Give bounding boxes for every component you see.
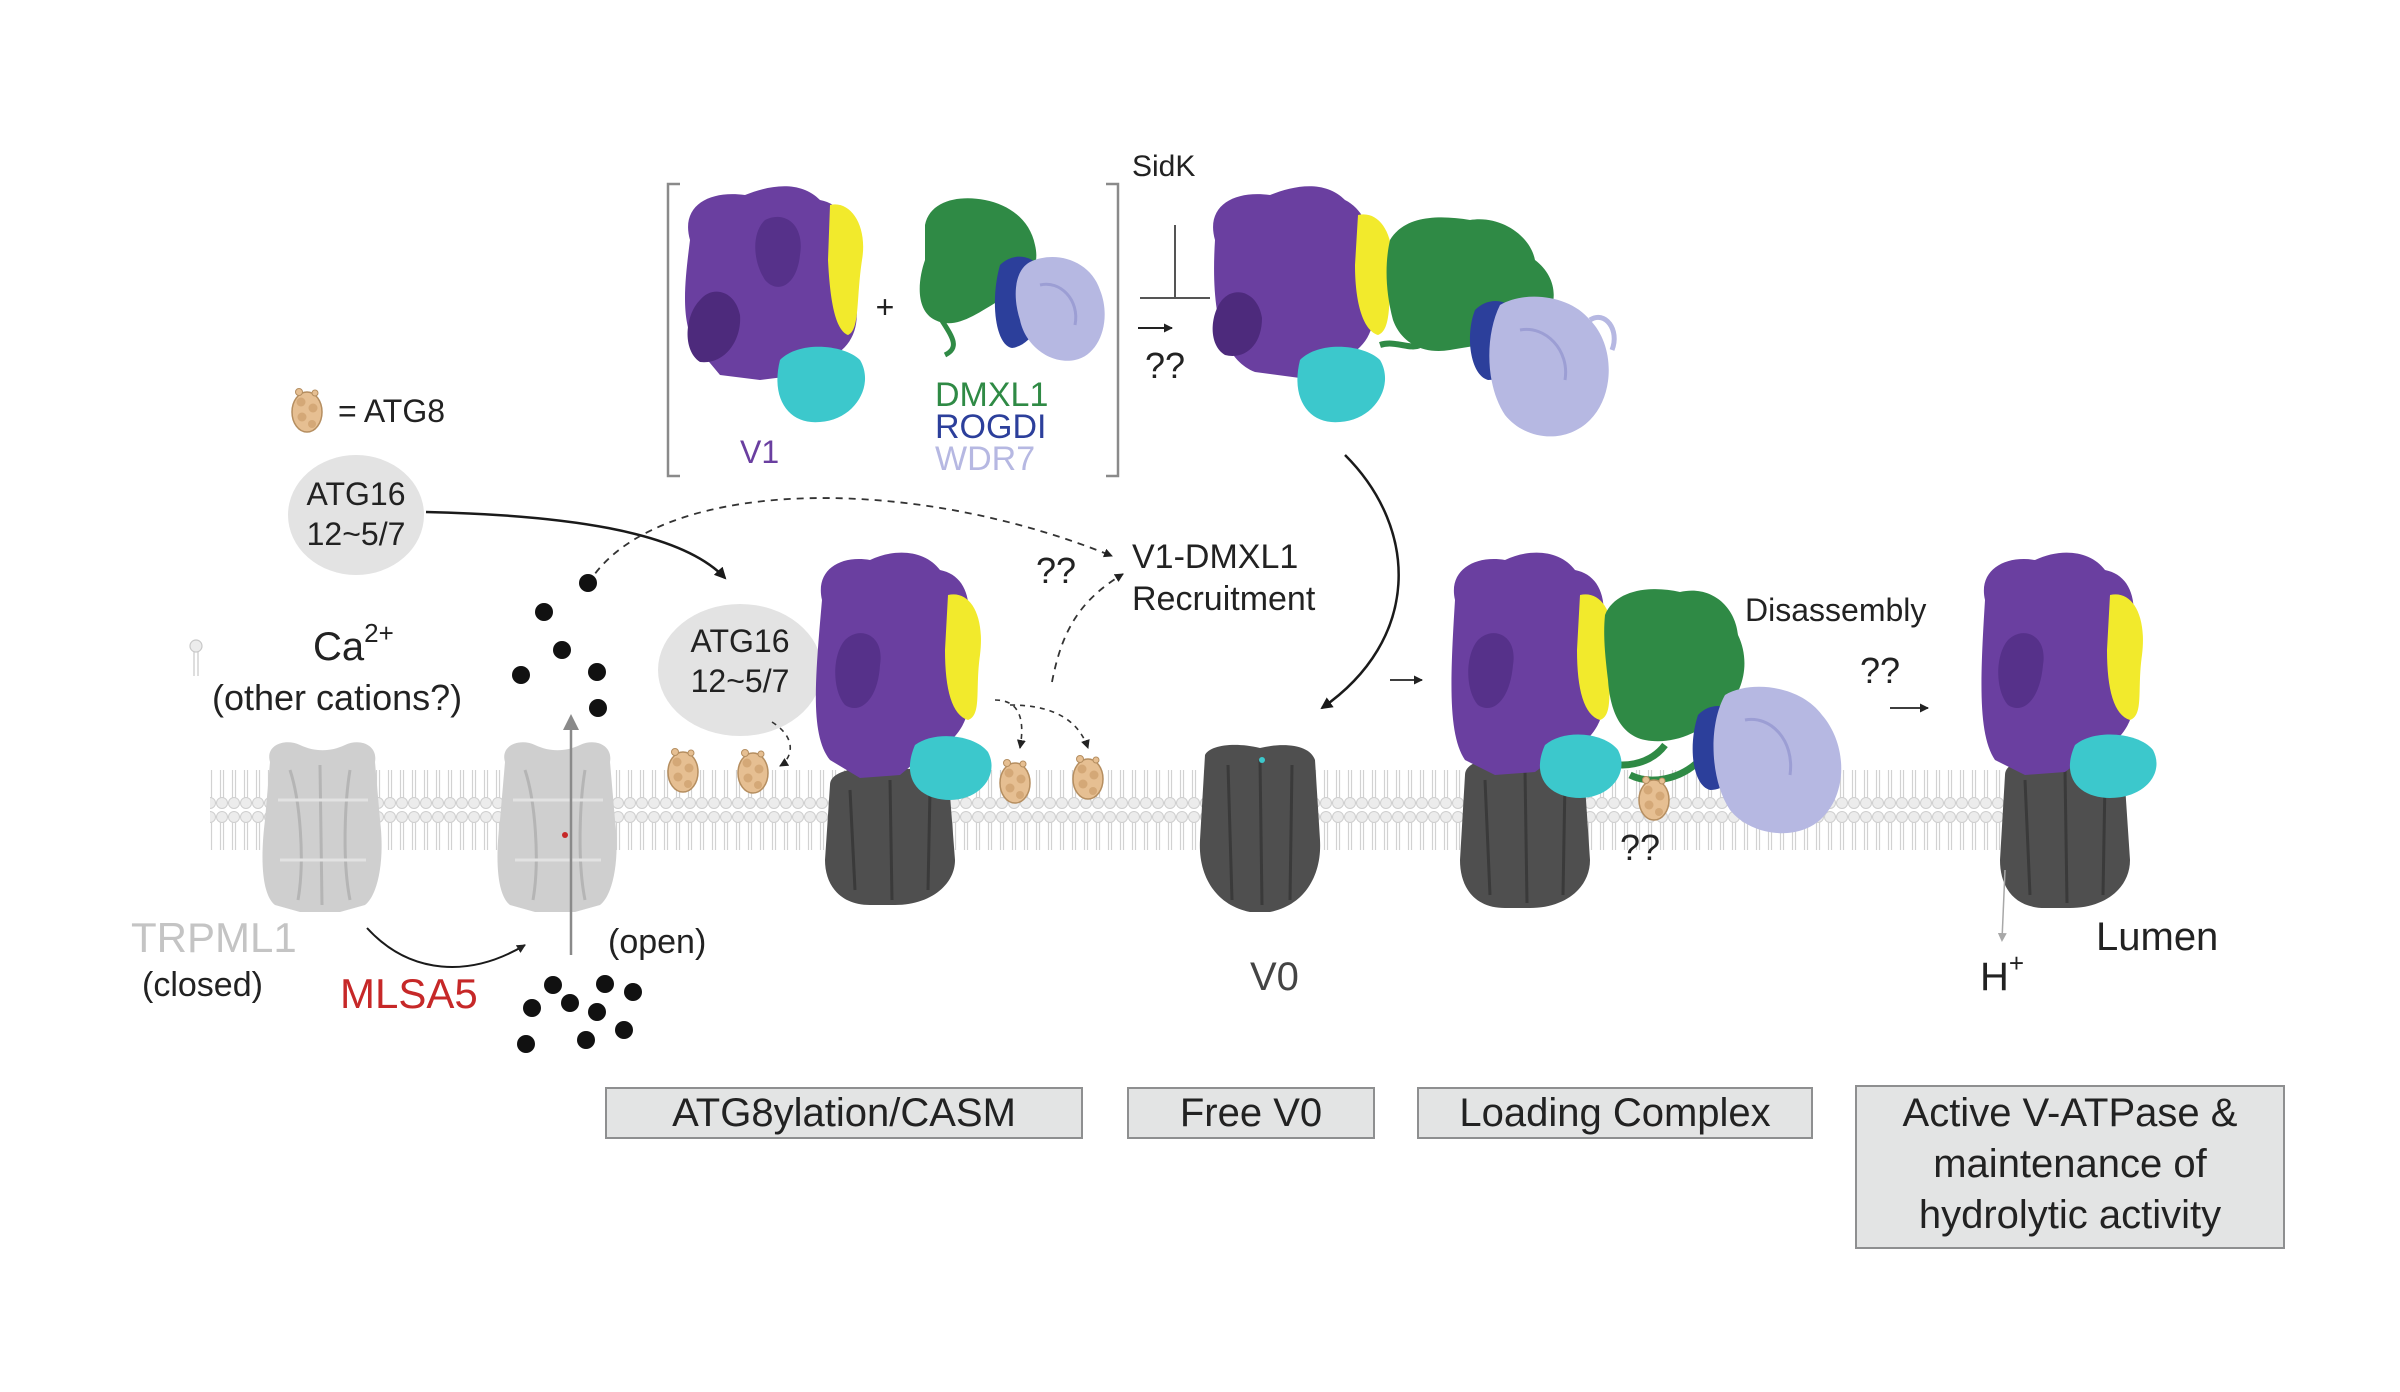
dmxl1-label: DMXL1 <box>935 376 1048 414</box>
calcium-label: Ca2+ <box>313 618 394 669</box>
lumen-label: Lumen <box>2096 915 2218 959</box>
stage-active-line3: hydrolytic activity <box>1919 1193 2221 1237</box>
atg16-label-line2: 12~5/7 <box>307 516 406 552</box>
disassembly-unknown-label: ?? <box>1860 650 1900 691</box>
atg16-complex-ellipse: ATG16 12~5/7 <box>288 455 424 575</box>
stage-free-v0: Free V0 <box>1127 1087 1375 1139</box>
rogdi-label: ROGDI <box>935 408 1046 446</box>
mlsa5-label: MLSA5 <box>340 970 478 1017</box>
black-dot-icon <box>589 699 607 717</box>
top-bracket <box>666 182 1120 478</box>
trpml1-open-channel <box>497 742 617 912</box>
v1-dmxl1-complex-top <box>1212 186 1617 437</box>
atg8-protein-icon <box>737 748 769 794</box>
atg16-membrane-line1: ATG16 <box>691 623 790 659</box>
stage-free-v0-label: Free V0 <box>1180 1091 1322 1135</box>
atg8-protein-icon <box>667 747 699 793</box>
mlsa5-activation-arrow <box>366 927 526 968</box>
recruitment-unknown-label: ?? <box>1036 550 1076 591</box>
stage-active-line2: maintenance of <box>1933 1142 2207 1186</box>
atg8ylation-to-recruitment-dashed-arrow <box>1051 573 1124 683</box>
loading-complex <box>1451 552 1842 908</box>
trpml1-label: TRPML1 <box>131 914 297 961</box>
stage-atg8ylation-label: ATG8ylation/CASM <box>672 1091 1016 1135</box>
atg8-conjugation-arrow-3 <box>1009 704 1090 749</box>
black-dot-icon <box>517 1035 535 1053</box>
black-dot-icon <box>535 603 553 621</box>
recruitment-label-line2: Recruitment <box>1132 580 1316 618</box>
wdr7-label: WDR7 <box>935 440 1035 478</box>
atg8-protein-icon <box>1638 775 1670 821</box>
sidk-inhibition-icon <box>1140 225 1210 299</box>
lumenal-cations <box>517 975 642 1053</box>
atg8-protein-icon <box>999 758 1031 804</box>
cation-signal-dashed-arrow <box>587 497 1113 585</box>
closed-label: (closed) <box>142 966 263 1004</box>
atg8-protein-icon <box>291 387 323 433</box>
sidk-label: SidK <box>1132 150 1195 183</box>
black-dot-icon <box>544 976 562 994</box>
atg16-label-line1: ATG16 <box>307 476 406 512</box>
recruitment-label-line1: V1-DMXL1 <box>1132 538 1298 576</box>
free-v0-domain <box>1199 744 1321 912</box>
v1-label: V1 <box>740 434 779 470</box>
black-dot-icon <box>588 663 606 681</box>
black-dot-icon <box>588 1003 606 1021</box>
v1-domain-top <box>685 186 866 423</box>
released-cations <box>512 574 607 717</box>
disassembly-label: Disassembly <box>1745 592 1926 628</box>
atg16-recruit-arrow <box>425 510 727 580</box>
black-dot-icon <box>512 666 530 684</box>
atg16-membrane-line2: 12~5/7 <box>691 663 790 699</box>
atg8-conjugation-arrow-2 <box>994 699 1026 749</box>
black-dot-icon <box>577 1031 595 1049</box>
stage-loading-complex-label: Loading Complex <box>1459 1091 1770 1135</box>
black-dot-icon <box>561 994 579 1012</box>
atg8-conjugation-arrow-1 <box>771 721 791 767</box>
other-cations-label: (other cations?) <box>212 677 462 718</box>
trpml1-closed-channel <box>262 742 382 912</box>
atg8-legend-label: = ATG8 <box>338 393 445 429</box>
proton-label: H+ <box>1980 948 2024 999</box>
lipid-molecule-icon <box>189 639 203 676</box>
dmxl1-rogdi-wdr7-top <box>919 198 1105 361</box>
stage-atg8ylation: ATG8ylation/CASM <box>605 1087 1083 1139</box>
atg8-protein-icon <box>1072 754 1104 800</box>
black-dot-icon <box>624 983 642 1001</box>
proton-pump-arrow <box>1997 869 2007 942</box>
black-dot-icon <box>596 975 614 993</box>
plus-sign: + <box>876 289 895 325</box>
black-dot-icon <box>579 574 597 592</box>
black-dot-icon <box>615 1021 633 1039</box>
stage-active-line1: Active V-ATPase & <box>1903 1091 2238 1135</box>
v1-domain-atg8ylation <box>815 552 992 800</box>
loading-unknown-label: ?? <box>1620 827 1660 868</box>
open-label: (open) <box>608 923 706 961</box>
top-unknown-label: ?? <box>1145 345 1185 386</box>
recruit-to-v0-arrow <box>1320 454 1400 710</box>
black-dot-icon <box>523 999 541 1017</box>
black-dot-icon <box>553 641 571 659</box>
v0-label: V0 <box>1250 955 1299 999</box>
atg16-membrane-ellipse: ATG16 12~5/7 <box>658 604 822 736</box>
v0-domain-atg8ylation <box>825 768 955 905</box>
active-v-atpase <box>1981 552 2157 908</box>
stage-active-v-atpase: Active V-ATPase & maintenance of hydroly… <box>1855 1085 2285 1249</box>
stage-loading-complex: Loading Complex <box>1417 1087 1813 1139</box>
